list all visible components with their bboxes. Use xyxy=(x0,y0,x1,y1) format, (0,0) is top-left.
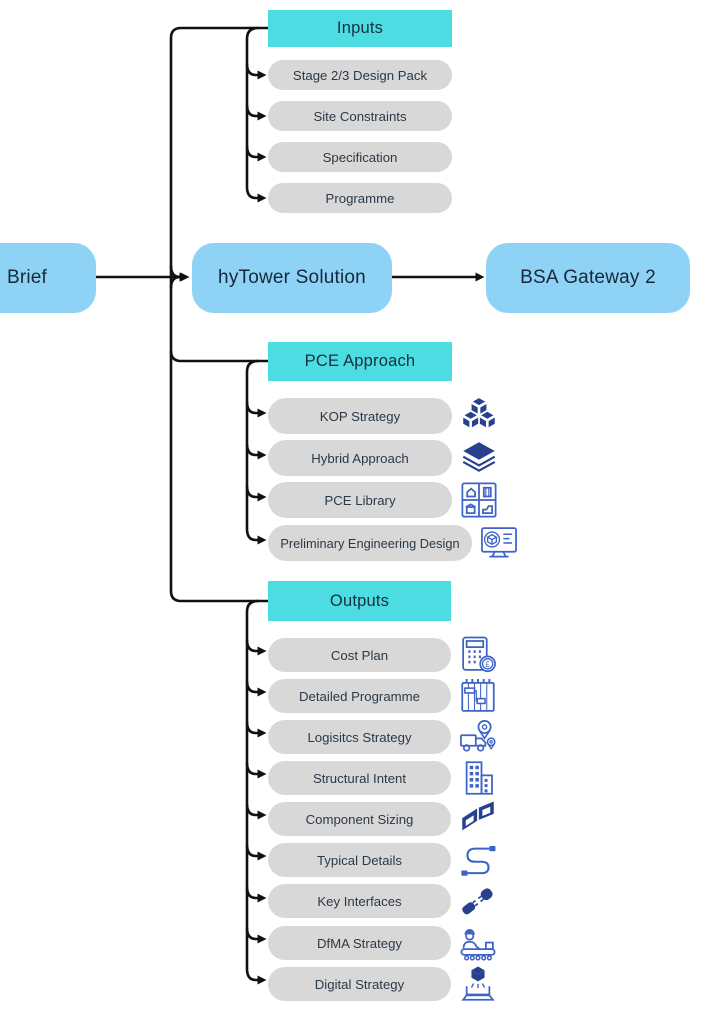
buildings-icon xyxy=(457,757,499,799)
pill-detailed-programme: Detailed Programme xyxy=(268,679,451,713)
pill-dfma-strategy: DfMA Strategy xyxy=(268,926,451,960)
connector-pce-branch xyxy=(169,350,268,363)
pce-item-row: PCE Library xyxy=(268,479,500,521)
connector-trunk-to-hytower xyxy=(169,265,189,282)
output-item-row: Component Sizing xyxy=(268,798,499,840)
hologram-cube-icon xyxy=(457,963,499,1005)
pill-key-interfaces: Key Interfaces xyxy=(268,884,451,918)
pill-pce-library: PCE Library xyxy=(268,482,452,518)
panels-icon xyxy=(457,798,499,840)
pill-structural-intent: Structural Intent xyxy=(268,761,451,795)
pill-component-sizing: Component Sizing xyxy=(268,802,451,836)
modules-library-icon xyxy=(458,479,500,521)
pill-preliminary-engineering-design: Preliminary Engineering Design xyxy=(268,525,472,561)
cad-monitor-icon xyxy=(478,522,520,564)
connector-inputs-rail xyxy=(245,26,267,203)
input-item-row: Stage 2/3 Design Pack xyxy=(268,60,452,90)
output-item-row: Typical Details xyxy=(268,839,499,881)
pce-item-row: Preliminary Engineering Design xyxy=(268,522,520,564)
output-item-row: Digital Strategy xyxy=(268,963,499,1005)
gantt-chart-icon xyxy=(457,675,499,717)
pill-logistics-strategy: Logisitcs Strategy xyxy=(268,720,451,754)
pill-stage-design-pack: Stage 2/3 Design Pack xyxy=(268,60,452,90)
input-item-row: Programme xyxy=(268,183,452,213)
node-brief: Brief xyxy=(0,243,96,313)
logistics-truck-icon xyxy=(457,716,499,758)
assembly-line-icon xyxy=(457,922,499,964)
connector-trunk-merge xyxy=(169,275,181,289)
pill-digital-strategy: Digital Strategy xyxy=(268,967,451,1001)
input-item-row: Site Constraints xyxy=(268,101,452,131)
calculator-icon: £ xyxy=(457,634,499,676)
pill-hybrid-approach: Hybrid Approach xyxy=(268,440,452,476)
cable-icon xyxy=(457,839,499,881)
connector-trunk xyxy=(169,26,268,603)
cubes-icon xyxy=(458,395,500,437)
node-hytower-solution: hyTower Solution xyxy=(192,243,392,313)
pill-site-constraints: Site Constraints xyxy=(268,101,452,131)
connector-outputs-rail xyxy=(245,599,267,985)
plug-icon xyxy=(457,880,499,922)
pill-kop-strategy: KOP Strategy xyxy=(268,398,452,434)
pill-specification: Specification xyxy=(268,142,452,172)
output-item-row: Structural Intent xyxy=(268,757,499,799)
section-header-pce-approach: PCE Approach xyxy=(268,342,452,381)
section-header-inputs: Inputs xyxy=(268,10,452,47)
pill-cost-plan: Cost Plan xyxy=(268,638,451,672)
section-header-outputs: Outputs xyxy=(268,581,451,621)
svg-text:£: £ xyxy=(485,660,490,669)
output-item-row: Logisitcs Strategy xyxy=(268,716,499,758)
pce-item-row: Hybrid Approach xyxy=(268,437,500,479)
output-item-row: Key Interfaces xyxy=(268,880,499,922)
output-item-row: Detailed Programme xyxy=(268,675,499,717)
pill-typical-details: Typical Details xyxy=(268,843,451,877)
pill-programme: Programme xyxy=(268,183,452,213)
connector-pce-rail xyxy=(245,359,267,545)
output-item-row: DfMA Strategy xyxy=(268,922,499,964)
input-item-row: Specification xyxy=(268,142,452,172)
layers-icon xyxy=(458,437,500,479)
pce-item-row: KOP Strategy xyxy=(268,395,500,437)
node-bsa-gateway-2: BSA Gateway 2 xyxy=(486,243,690,313)
output-item-row: Cost Plan £ xyxy=(268,634,499,676)
